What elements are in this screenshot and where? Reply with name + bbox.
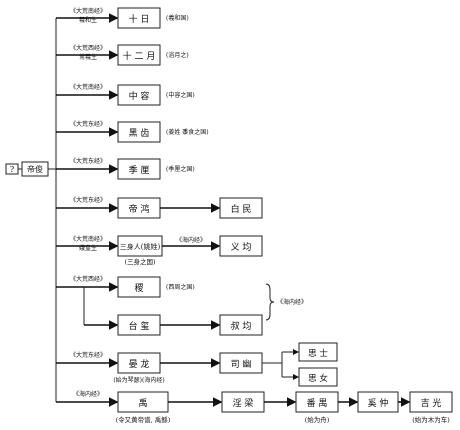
source-label: 《大荒东经》 [70,351,106,359]
node-label: 三身人(姚姓) [120,242,161,251]
node-note: (姜姓 黍食之国) [166,128,209,136]
node-sub: (始为琴瑟)(海内经) [113,376,164,384]
node-label: 叔 均 [231,320,252,332]
node-note: (季厘之国) [166,165,195,173]
node-label: 番 禺 [307,397,328,409]
node-label: 中 容 [129,90,150,102]
node-shujun [219,314,263,336]
source-label: 《大荒西经》 [70,275,106,283]
node-sishi [298,342,338,362]
node-zhongrong [117,84,161,106]
source-label: 《大荒南经》 [70,83,106,91]
source-label: 《大荒南经》 [70,7,106,15]
node-label: 吉 光 [421,397,442,409]
node-label: 司 幽 [231,359,252,370]
node-label: 十 日 [129,13,150,25]
wife-label: 娥皇生 [79,244,97,252]
root-index: ? [10,165,14,174]
node-label: 禹 [138,397,147,409]
source-label: 《大荒西经》 [70,44,106,52]
node-label: 奚 仲 [368,397,389,409]
node-label: 白 民 [231,203,252,215]
source-label: 《大荒南经》 [70,235,106,243]
source-label: 《大荒东经》 [70,120,106,128]
node-note: (羲和国) [166,14,189,22]
node-label: 淫 梁 [233,397,254,409]
node-label: 黑 齿 [129,128,150,139]
node-note: (中容之国) [166,91,195,99]
node-jili [117,158,161,180]
node-sub: (始为舟) [305,415,330,424]
node-jiguang [409,391,453,413]
bracket-note: 《海内经》 [277,298,307,306]
node-label: 台 玺 [129,320,150,332]
node-note: (浴月之) [166,51,189,59]
wife-label: 羲和生 [79,16,97,24]
node-label: 思 士 [308,348,328,359]
node-sub: (令又黄帝谱, 禹鲧) [116,415,171,424]
wife-label: 常羲生 [79,53,97,61]
node-baimin [219,197,263,219]
node-yijun [219,235,263,257]
node-label: 思 女 [308,373,328,384]
node-label: 季 厘 [129,164,150,176]
curly-bracket [265,283,275,321]
node-label: 义 均 [231,241,252,253]
node-ji [117,276,161,298]
node-sinv [298,367,338,387]
node-ten-suns [117,7,161,29]
node-label: 十 二 月 [123,50,156,62]
source-label: 《大荒东经》 [70,196,106,204]
node-sub: (始为木为车) [412,415,450,424]
node-label: 帝 鸿 [129,203,150,215]
node-twelve-moons [117,44,161,66]
node-label: 晏 龙 [129,358,150,370]
node-sub: (三身之国) [124,257,156,266]
node-note: (西周之国) [166,283,195,291]
source-label: 《海内经》 [73,390,103,398]
node-heichi [117,121,161,143]
source-label: 《大荒东经》 [70,157,106,165]
root-name: 帝俊 [27,164,43,174]
node-label: 稷 [134,283,143,294]
source-label: 《海内经》 [176,236,206,244]
